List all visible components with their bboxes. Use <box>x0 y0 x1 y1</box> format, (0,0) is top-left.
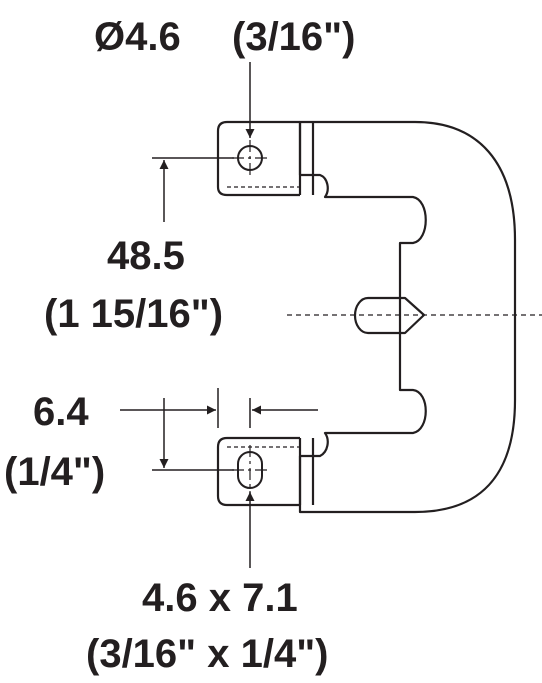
tab-offset-metric-label: 6.4 <box>33 390 89 434</box>
center-lines <box>232 140 268 495</box>
slot-size-imperial-label: (3/16" x 1/4") <box>86 632 329 676</box>
tab-offset-imperial-label: (1/4") <box>4 450 106 494</box>
slot-size-metric-label: 4.6 x 7.1 <box>142 576 298 620</box>
hole-diameter-imperial-label: (3/16") <box>232 15 356 59</box>
dimension-lines <box>120 62 318 568</box>
hole-diameter-metric-label: Ø4.6 <box>94 15 181 59</box>
hidden-lines <box>227 186 300 448</box>
hole-spacing-imperial-label: (1 15/16") <box>44 292 224 336</box>
holes <box>237 145 263 489</box>
hole-spacing-metric-label: 48.5 <box>107 234 185 278</box>
bracket-outline <box>216 120 517 514</box>
